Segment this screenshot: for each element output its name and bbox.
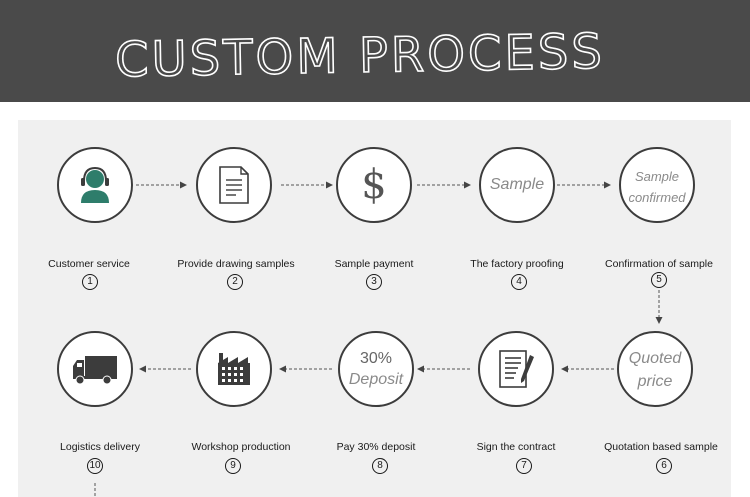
- customer-service-headset-icon: [81, 166, 109, 203]
- step-2-number: 2: [227, 274, 243, 290]
- contract-pen-icon: [499, 350, 534, 388]
- step-5-label: Confirmation of sample: [605, 258, 713, 270]
- step-1-circle: [57, 147, 133, 223]
- step-4-label: The factory proofing: [470, 258, 564, 270]
- step-3-number: 3: [366, 274, 382, 290]
- step-6-circle-text-2: price: [637, 373, 673, 390]
- step-5-circle-text-1: Sample: [634, 169, 680, 184]
- step-10-circle: [57, 331, 133, 407]
- dollar-sign-icon: $: [361, 162, 387, 208]
- step-10-label: Logistics delivery: [60, 441, 140, 453]
- step-9-circle: [196, 331, 272, 407]
- step-4-circle: Sample: [479, 147, 555, 223]
- step-8-circle: 30% Deposit: [338, 331, 414, 407]
- step-9-label: Workshop production: [191, 441, 291, 453]
- step-3-label: Sample payment: [334, 258, 414, 270]
- step-4-number: 4: [511, 274, 527, 290]
- step-7-label: Sign the contract: [476, 441, 556, 453]
- document-icon: [219, 166, 249, 204]
- factory-icon: [218, 353, 250, 385]
- step-6-circle-text-1: Quoted: [628, 350, 682, 367]
- step-6-circle: Quoted price: [617, 331, 693, 407]
- step-8-number: 8: [372, 458, 388, 474]
- step-6-number: 6: [656, 458, 672, 474]
- step-5-circle: Sample confirmed: [619, 147, 695, 223]
- step-3-circle: $: [336, 147, 412, 223]
- banner-title: CUSTOM PROCESS: [115, 24, 606, 89]
- step-8-circle-text-1: 30%: [359, 350, 393, 367]
- banner-title-graphic: CUSTOM PROCESS: [114, 23, 606, 89]
- step-2-circle: [196, 147, 272, 223]
- step-8-circle-text-2: Deposit: [348, 371, 404, 388]
- step-1-number: 1: [82, 274, 98, 290]
- step-9-number: 9: [225, 458, 241, 474]
- step-7-circle: [478, 331, 554, 407]
- truck-icon: [73, 356, 117, 385]
- step-7-number: 7: [516, 458, 532, 474]
- step-2-label: Provide drawing samples: [177, 258, 295, 270]
- header-banner: [0, 0, 750, 102]
- step-5-circle-text-2: confirmed: [628, 190, 686, 205]
- step-4-circle-text: Sample: [489, 176, 545, 193]
- step-5-number: 5: [651, 272, 667, 288]
- step-10-number: 10: [87, 458, 103, 474]
- step-1-label: Customer service: [48, 258, 130, 270]
- step-8-label: Pay 30% deposit: [336, 441, 416, 453]
- step-6-label: Quotation based sample: [604, 441, 718, 453]
